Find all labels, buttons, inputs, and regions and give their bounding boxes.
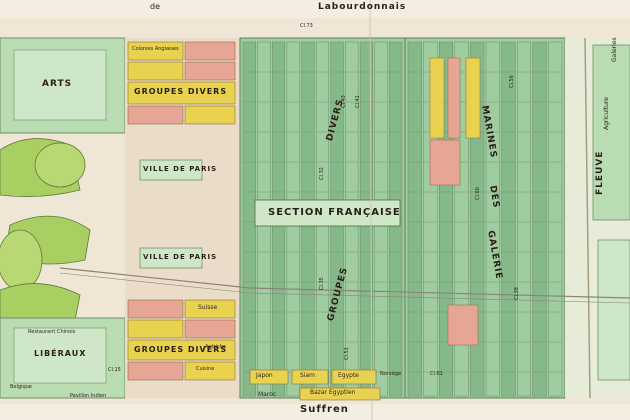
river-bank [584,37,591,399]
class-label: Cl.51 [344,347,350,360]
hall-bay [532,41,547,397]
hall-bay [485,41,500,397]
rail-line-2 [59,272,630,304]
class-label: Cl.35 [319,277,325,290]
hall-bay [501,41,516,397]
street-labourdonnais [0,0,630,18]
accent-pink-2 [429,139,461,186]
class-label: Cl.61 [430,371,443,377]
groupes-divers-bottom [127,299,236,381]
fold-line [369,0,373,420]
liberaux-inner [13,327,107,384]
arts-inner [13,49,107,121]
class-label: Cl.38 [514,287,520,300]
label-pavillon-indien: Pavillon Indien [70,393,107,399]
label-maroc: Maroc [258,391,277,398]
ville-de-paris-top-block [139,159,203,181]
hall-bay [407,41,422,397]
label-fleuve: FLEUVE [595,150,605,195]
garden-lawn-4 [0,229,43,291]
label-liberaux: LIBÉRAUX [34,349,87,358]
class-label: Cl.56 [509,75,515,88]
label-ville-de-paris-bottom: VILLE DE PARIS [143,253,218,261]
class-label: Cl.15 [108,367,121,373]
garden-lawn-3 [34,142,86,188]
label-arts: ARTS [42,79,73,89]
accent-yellow-1 [429,57,445,139]
label-belgique: Belgique [10,384,32,390]
label-agriculture: Agriculture [603,97,610,130]
section-francaise-banner [254,199,401,227]
street-label-top: Labourdonnais [318,2,407,12]
class-label: Cl.73 [300,23,313,29]
label-siam: Siam [300,372,315,379]
class-label: Cl.41 [355,95,361,108]
hall-bay [548,41,563,397]
label-norvege: Norvège [380,371,402,377]
egypte-block [331,369,377,385]
agriculture-block [592,44,630,221]
ville-de-paris-bottom-block [139,247,203,269]
label-egypte: Egypte [338,372,360,379]
right-columns [407,41,563,397]
hall-bay [517,41,532,397]
label-colonies-anglaises: Colonies Anglaises [132,46,179,52]
rail-line-1 [59,267,630,299]
siam-block [291,369,329,385]
street-label-de: de [150,2,160,11]
label-suisse: Suisse [198,304,218,311]
class-label: Cl.32 [319,167,325,180]
class-label: Cl.43 [341,95,347,108]
accent-yellow-2 [465,57,481,139]
label-japon: Japon [256,372,273,379]
bazar-egyptien-block [299,387,381,401]
label-galeries: Galeries [611,37,618,62]
class-label: Cl.60 [475,187,481,200]
label-restaurant-chinois: Restaurant Chinois [28,329,76,335]
japon-block [249,369,289,385]
label-groupes-divers-top: GROUPES DIVERS [134,87,228,96]
label-autriche: Autriche [205,344,226,350]
label-bazar-egyptien: Bazar Egyptien [310,389,356,396]
river-green-block [597,239,630,381]
street-suffren [0,404,630,420]
label-ville-de-paris-top: VILLE DE PARIS [143,165,218,173]
hall-bay [242,41,256,397]
accent-pink-1 [447,57,461,139]
street-label-bottom: Suffren [300,404,349,415]
label-cuisine: Cuisine [196,366,215,372]
label-section-francaise: SECTION FRANÇAISE [268,207,401,218]
accent-pink-3 [447,304,479,346]
groupes-divers-top [127,41,236,125]
label-groupes-divers-bottom: GROUPES DIVERS [134,345,228,354]
